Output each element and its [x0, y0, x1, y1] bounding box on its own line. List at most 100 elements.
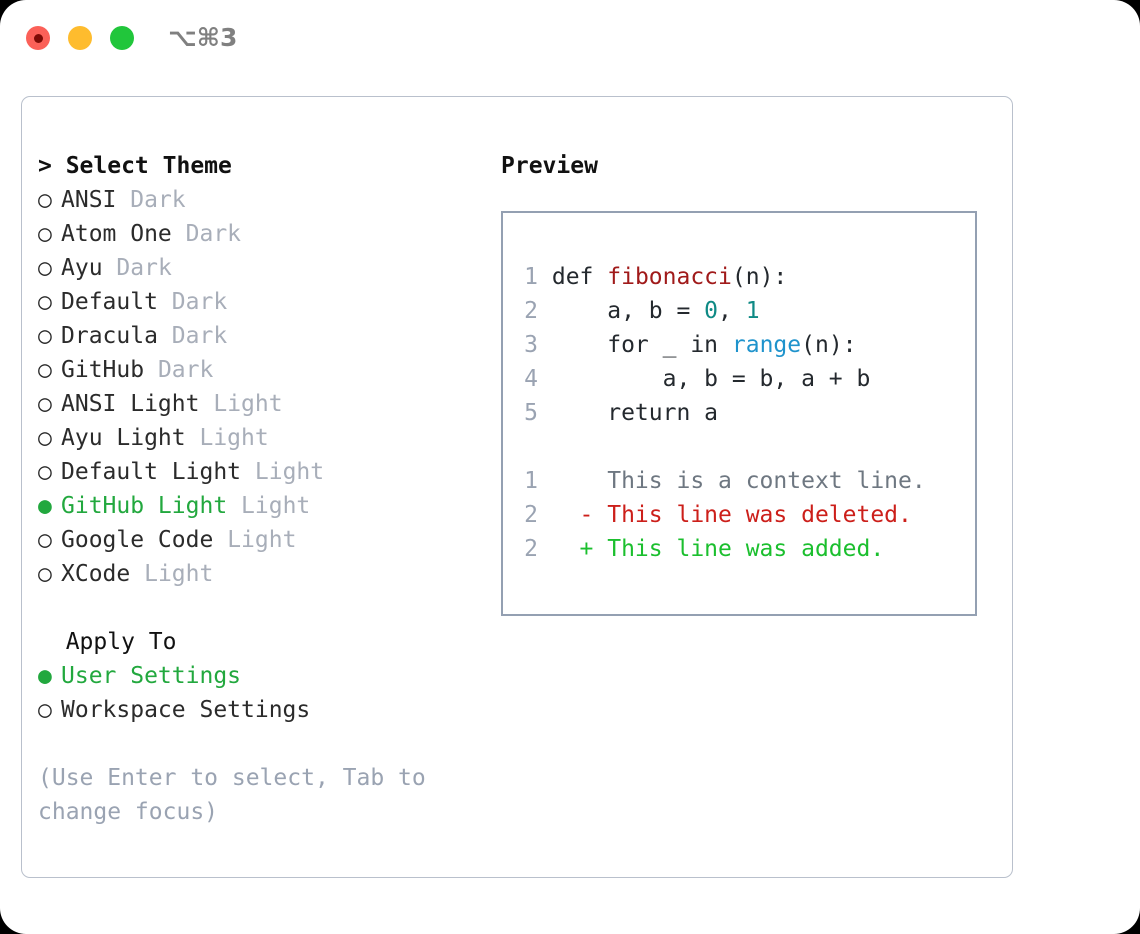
- theme-mode-tag: Light: [199, 425, 269, 451]
- minimize-button[interactable]: [68, 26, 92, 50]
- spacer: [158, 323, 172, 349]
- spacer: [158, 289, 172, 315]
- zoom-button[interactable]: [110, 26, 134, 50]
- radio-unselected-icon: ○: [38, 425, 52, 451]
- code-token: a, b = b, a + b: [538, 366, 871, 392]
- theme-list-item[interactable]: ○Default Light Light: [38, 455, 478, 489]
- theme-selection-column: > Select Theme ○ANSI Dark○Atom One Dark○…: [38, 149, 478, 829]
- spacer: [103, 255, 117, 281]
- theme-name: Default Light: [61, 459, 242, 485]
- theme-list-item[interactable]: ○ GitHub Dark: [38, 353, 478, 387]
- code-line-number: 5: [524, 400, 538, 426]
- theme-mode-tag: Dark: [171, 289, 228, 315]
- keyboard-hint-text: (Use Enter to select, Tab to change focu…: [38, 765, 440, 825]
- diff-line: 1 This is a context line.: [515, 464, 926, 498]
- radio-unselected-icon: ○: [38, 357, 52, 383]
- code-line-number: 3: [524, 332, 538, 358]
- spacer: [241, 459, 255, 485]
- diff-text: This line was added.: [593, 536, 885, 562]
- apply-to-option-label: User Settings: [61, 663, 242, 689]
- theme-list-item[interactable]: ○ Default Dark: [38, 285, 478, 319]
- radio-unselected-icon: ○: [38, 323, 52, 349]
- theme-mode-tag: Light: [144, 561, 214, 587]
- code-token: fibonacci: [607, 264, 732, 290]
- theme-list-item[interactable]: ○ANSI Dark: [38, 183, 478, 217]
- theme-list-item[interactable]: ○Dracula Dark: [38, 319, 478, 353]
- code-token: (n):: [801, 332, 857, 358]
- code-line-number: 1: [524, 264, 538, 290]
- code-token: range: [731, 332, 802, 358]
- code-token: return a: [538, 400, 719, 426]
- code-token: ,: [718, 298, 746, 324]
- radio-unselected-icon: ○: [38, 255, 52, 281]
- apply-to-option[interactable]: ●User Settings: [38, 659, 478, 693]
- spacer: [144, 357, 158, 383]
- apply-to-list[interactable]: ●User Settings○Workspace Settings: [38, 659, 478, 727]
- radio-unselected-icon: ○: [38, 697, 52, 723]
- diff-line: 2 - This line was deleted.: [515, 498, 926, 532]
- theme-list-item[interactable]: ○ Ayu Dark: [38, 251, 478, 285]
- diff-preview: 1 This is a context line.2 - This line w…: [515, 464, 926, 566]
- radio-unselected-icon: ○: [38, 527, 52, 553]
- radio-unselected-icon: ○: [38, 221, 52, 247]
- radio-unselected-icon: ○: [38, 391, 52, 417]
- code-line: 2 a, b = 0, 1: [515, 294, 870, 328]
- diff-text: This line was deleted.: [593, 502, 912, 528]
- close-button[interactable]: [26, 26, 50, 50]
- diff-marker: +: [538, 536, 594, 562]
- list-spacer: [38, 591, 478, 625]
- diff-marker: -: [538, 502, 594, 528]
- theme-list-item[interactable]: ○ XCode Light: [38, 557, 478, 591]
- apply-to-option[interactable]: ○Workspace Settings: [38, 693, 478, 727]
- window-controls: [26, 26, 134, 50]
- theme-name: Ayu: [61, 255, 103, 281]
- theme-mode-tag: Dark: [157, 357, 214, 383]
- theme-name: XCode: [61, 561, 131, 587]
- main-panel: > Select Theme ○ANSI Dark○Atom One Dark○…: [21, 96, 1013, 878]
- title-bar: ⌥⌘3: [0, 0, 1140, 78]
- radio-unselected-icon: ○: [38, 289, 52, 315]
- theme-list-item[interactable]: ●GitHub Light Light: [38, 489, 478, 523]
- theme-name: Default: [61, 289, 158, 315]
- diff-marker: [538, 468, 593, 494]
- theme-name: GitHub Light: [61, 493, 228, 519]
- preview-header: Preview: [501, 153, 598, 179]
- code-token: for _ in: [538, 332, 732, 358]
- apply-to-label: Apply To: [38, 629, 177, 655]
- code-token: 0: [704, 298, 719, 324]
- diff-text: This is a context line.: [593, 468, 926, 494]
- theme-list-item[interactable]: ○ ANSI Light Light: [38, 387, 478, 421]
- theme-mode-tag: Dark: [171, 323, 228, 349]
- radio-unselected-icon: ○: [38, 561, 52, 587]
- code-line: 4 a, b = b, a + b: [515, 362, 870, 396]
- code-token: a, b =: [538, 298, 705, 324]
- theme-name: Atom One: [61, 221, 172, 247]
- theme-name: GitHub: [61, 357, 145, 383]
- diff-line: 2 + This line was added.: [515, 532, 926, 566]
- code-line: 5 return a: [515, 396, 870, 430]
- theme-list-item[interactable]: ○Ayu Light Light: [38, 421, 478, 455]
- theme-mode-tag: Dark: [116, 255, 172, 281]
- preview-column: Preview 1 def fibonacci(n):2 a, b = 0, 1…: [501, 149, 1001, 616]
- radio-unselected-icon: ○: [38, 187, 52, 213]
- theme-mode-tag: Light: [241, 493, 311, 519]
- radio-unselected-icon: ○: [38, 459, 52, 485]
- diff-line-number: 1: [524, 468, 538, 494]
- code-token: (n):: [731, 264, 788, 290]
- code-line-number: 4: [524, 366, 538, 392]
- code-token: def: [538, 264, 608, 290]
- theme-list-item[interactable]: ○Atom One Dark: [38, 217, 478, 251]
- spacer: [213, 527, 227, 553]
- spacer: [186, 425, 200, 451]
- theme-mode-tag: Light: [213, 391, 283, 417]
- theme-list-item[interactable]: ○Google Code Light: [38, 523, 478, 557]
- spacer: [116, 187, 130, 213]
- spacer: [227, 493, 241, 519]
- theme-mode-tag: Light: [227, 527, 297, 553]
- theme-name: ANSI Light: [61, 391, 200, 417]
- code-line-number: 2: [524, 298, 538, 324]
- diff-line-number: 2: [524, 502, 538, 528]
- theme-list[interactable]: ○ANSI Dark○Atom One Dark○Ayu Dark○Defaul…: [38, 183, 478, 591]
